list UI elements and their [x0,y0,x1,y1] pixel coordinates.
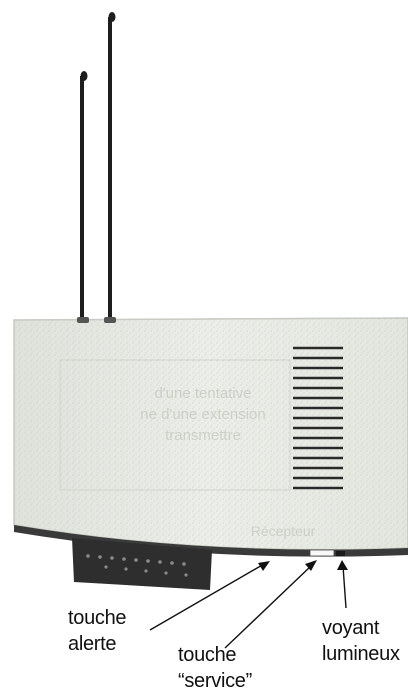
leader-line-service [225,560,317,648]
device-panel-text: d'une tentative ne d'une extension trans… [88,383,318,446]
device-panel-line2: ne d'une extension [88,404,318,425]
indicator-light [336,551,345,556]
indicator-light-line1: voyant [322,615,400,641]
alert-key-line1: touche [68,605,126,631]
device-footer-label: Récepteur [251,523,316,539]
service-key-line2: “service” [178,668,252,694]
callout-indicator-light: voyant lumineux [322,615,400,667]
device-panel-line3: transmettre [88,425,318,446]
callout-alert-key: touche alerte [68,605,126,657]
service-key-line1: touche [178,642,252,668]
indicator-light-line2: lumineux [322,641,400,667]
device-panel-line1: d'une tentative [88,383,318,404]
device-footer-text: Récepteur [238,521,328,542]
antenna-short [81,71,88,320]
service-button[interactable] [310,550,334,556]
alert-key-line2: alerte [68,631,126,657]
antenna-tall [109,12,116,320]
leader-line-indicator [337,560,348,608]
callout-service-key: touche “service” [178,642,252,694]
